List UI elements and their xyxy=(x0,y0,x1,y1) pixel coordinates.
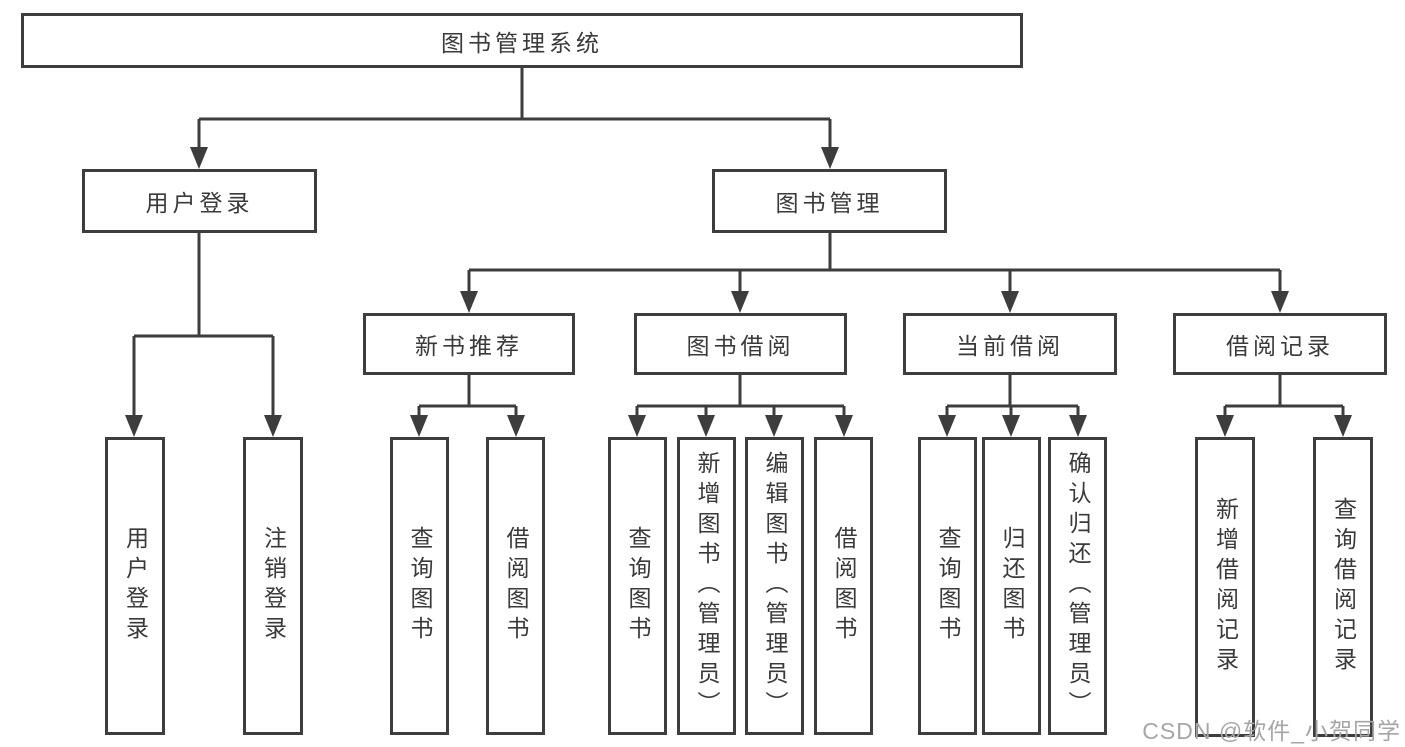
leaf-current-query-books: 查询图书 xyxy=(918,437,977,735)
leaf-recommend-borrow-books: 借阅图书 xyxy=(486,437,545,735)
node-book-management-label: 图书管理 xyxy=(775,190,884,216)
leaf-add-book-admin: 新增图书（管理员） xyxy=(677,437,736,735)
node-borrowing-records: 借阅记录 xyxy=(1173,313,1387,375)
leaf-borrowing-query-books: 查询图书 xyxy=(608,437,667,735)
leaf-query-borrow-record: 查询借阅记录 xyxy=(1313,437,1373,737)
node-root-label: 图书管理系统 xyxy=(441,29,603,56)
leaf-borrowing-query-books-label: 查询图书 xyxy=(625,526,651,646)
leaf-borrowing-borrow-books-label: 借阅图书 xyxy=(831,526,857,646)
leaf-recommend-query-books: 查询图书 xyxy=(390,437,449,735)
leaf-query-borrow-record-label: 查询借阅记录 xyxy=(1330,497,1357,677)
leaf-borrowing-borrow-books: 借阅图书 xyxy=(814,437,873,735)
node-current-borrowing-label: 当前借阅 xyxy=(956,333,1064,359)
node-book-borrowing: 图书借阅 xyxy=(634,313,847,375)
leaf-add-book-admin-label: 新增图书（管理员） xyxy=(694,451,720,721)
node-user-login-label: 用户登录 xyxy=(145,190,254,216)
leaf-current-query-books-label: 查询图书 xyxy=(935,526,961,646)
node-user-login: 用户登录 xyxy=(82,169,317,233)
node-borrowing-records-label: 借阅记录 xyxy=(1226,333,1334,359)
node-book-management: 图书管理 xyxy=(712,169,947,233)
node-current-borrowing: 当前借阅 xyxy=(903,313,1117,375)
leaf-user-login: 用户登录 xyxy=(105,437,165,735)
node-root: 图书管理系统 xyxy=(21,13,1023,68)
leaf-confirm-return-admin-label: 确认归还（管理员） xyxy=(1065,451,1091,721)
leaf-add-borrow-record-label: 新增借阅记录 xyxy=(1212,497,1239,677)
arrowheads xyxy=(125,147,1352,437)
leaf-recommend-borrow-books-label: 借阅图书 xyxy=(503,526,529,646)
leaf-edit-book-admin-label: 编辑图书（管理员） xyxy=(762,451,788,721)
leaf-logout: 注销登录 xyxy=(243,437,303,735)
leaf-user-login-label: 用户登录 xyxy=(122,526,149,646)
leaf-return-books-label: 归还图书 xyxy=(999,526,1025,646)
leaf-edit-book-admin: 编辑图书（管理员） xyxy=(745,437,804,735)
leaf-logout-label: 注销登录 xyxy=(260,526,287,646)
leaf-return-books: 归还图书 xyxy=(982,437,1041,735)
node-book-borrowing-label: 图书借阅 xyxy=(686,333,795,359)
node-new-book-recommend: 新书推荐 xyxy=(363,313,575,375)
leaf-add-borrow-record: 新增借阅记录 xyxy=(1195,437,1255,737)
leaf-recommend-query-books-label: 查询图书 xyxy=(407,526,433,646)
node-new-book-recommend-label: 新书推荐 xyxy=(415,333,523,359)
leaf-confirm-return-admin: 确认归还（管理员） xyxy=(1048,437,1107,735)
csdn-watermark: CSDN @软件_小贺同学 xyxy=(1142,718,1401,744)
